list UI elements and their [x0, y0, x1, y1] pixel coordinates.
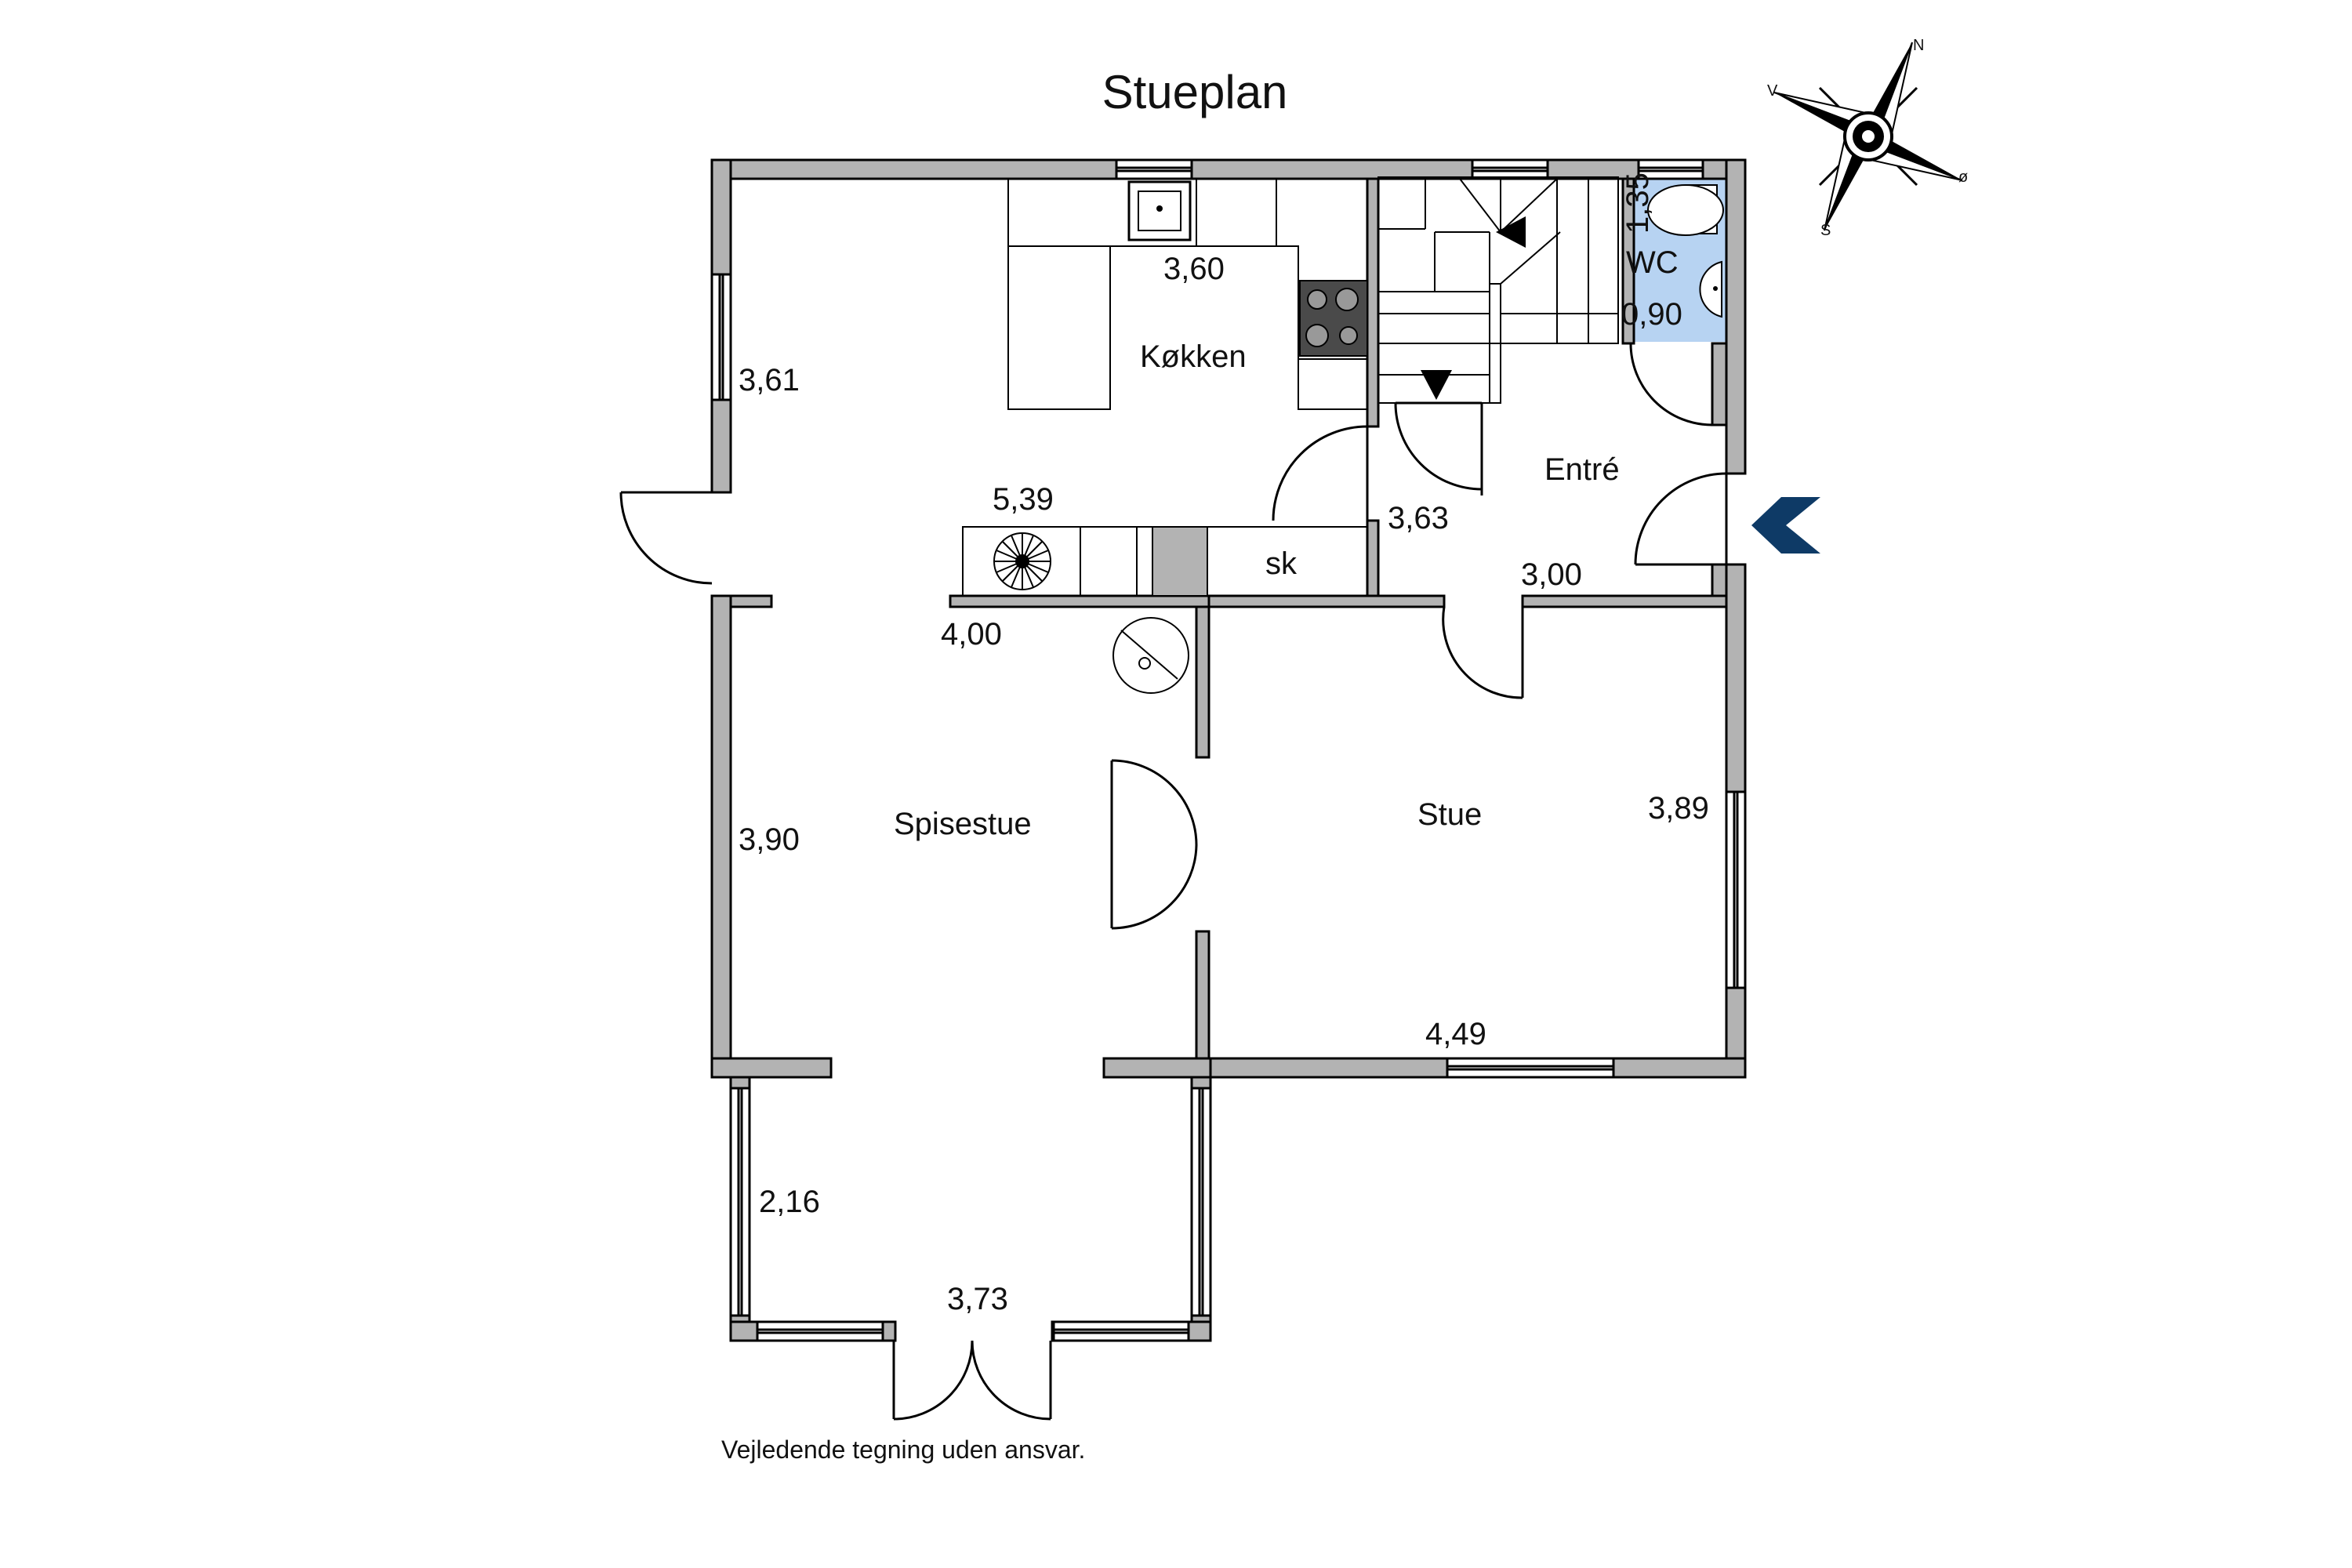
dim-bay-bottom: 3,73	[947, 1282, 1008, 1316]
room-label-closet: sk	[1265, 546, 1298, 581]
stove-fireplace-icon	[1112, 617, 1189, 694]
dim-kitchen-width: 3,60	[1163, 252, 1225, 286]
room-label-entrance: Entré	[1544, 452, 1620, 487]
washbasin-icon	[1699, 260, 1722, 318]
stair-up-arrow-icon	[1496, 216, 1526, 248]
entry-arrow-icon	[1751, 497, 1820, 554]
sink-icon	[1127, 180, 1192, 241]
dim-living-right: 3,89	[1648, 791, 1709, 826]
dim-entrance-bottom: 3,00	[1521, 557, 1582, 592]
dim-wc-width: 1,35	[1621, 172, 1655, 234]
compass-north-label: N	[1913, 37, 1924, 54]
dim-bay-left: 2,16	[759, 1185, 820, 1219]
dim-kitchen-bottom: 5,39	[993, 482, 1054, 517]
dim-dining-left: 3,90	[739, 822, 800, 857]
staircase	[1377, 176, 1619, 404]
fan-icon	[993, 532, 1051, 590]
room-label-wc: WC	[1626, 245, 1679, 280]
compass-east-label: ø	[1958, 169, 1968, 186]
kitchen-counter	[1007, 179, 1367, 410]
dim-kitchen-left: 3,61	[739, 363, 800, 397]
room-label-kitchen: Køkken	[1140, 339, 1247, 374]
toilet-icon	[1647, 184, 1724, 236]
interior-walls	[729, 177, 1728, 1060]
compass-west-label: V	[1767, 82, 1778, 100]
exterior-walls	[710, 158, 1747, 1342]
windows	[710, 158, 1747, 1342]
chimney	[1152, 526, 1208, 597]
room-label-dining: Spisestue	[894, 807, 1032, 841]
disclaimer-text: Vejledende tegning uden ansvar.	[721, 1436, 1085, 1464]
dim-dining-top: 4,00	[941, 617, 1002, 652]
stove-icon	[1299, 280, 1368, 357]
dim-entrance-left: 3,63	[1388, 501, 1449, 535]
doors	[619, 343, 1728, 1421]
dim-wc-depth: 0,90	[1621, 297, 1682, 332]
dim-living-bottom: 4,49	[1425, 1017, 1486, 1051]
compass-south-label: S	[1820, 222, 1831, 239]
room-label-living: Stue	[1417, 797, 1482, 832]
stair-down-arrow-icon	[1421, 370, 1452, 400]
plan-title: Stueplan	[1102, 66, 1288, 118]
compass-rose-icon	[1773, 42, 1963, 231]
